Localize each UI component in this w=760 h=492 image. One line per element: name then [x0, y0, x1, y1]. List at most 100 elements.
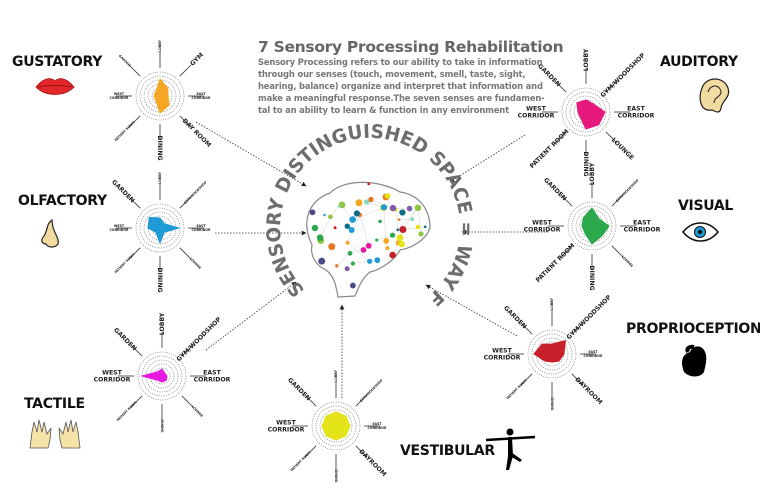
sense-label-olfactory: OLFACTORY	[18, 193, 107, 209]
radar-ring	[137, 351, 187, 401]
radar-spoke	[128, 115, 141, 128]
lips-icon	[35, 78, 75, 95]
network-link	[383, 207, 387, 241]
network-node	[345, 240, 350, 245]
radar-ring	[311, 401, 361, 451]
network-node	[365, 242, 372, 249]
radar-ring	[139, 207, 181, 249]
radar-axis-label: LOBBY	[334, 370, 338, 382]
network-node	[335, 264, 339, 268]
radar-area	[153, 78, 170, 114]
radar-axis-label: GYM/WOODSHOP	[183, 180, 208, 205]
network-node	[415, 224, 421, 230]
network-node	[355, 199, 363, 207]
network-node	[418, 231, 424, 237]
network-node	[368, 196, 374, 203]
radar-area	[581, 207, 610, 245]
radar-area	[141, 368, 168, 383]
radar-axis-label: LOBBY	[158, 40, 162, 52]
radar-axis-label: GARDEN	[112, 327, 138, 353]
network-node	[410, 217, 415, 222]
radar-ring	[565, 91, 607, 133]
radar-axis-label: GYM/WOODSHOP	[566, 294, 614, 342]
radar-ring	[315, 405, 357, 447]
radar-axis-label: LOBBY	[159, 312, 166, 335]
radar-axis-label: PATIENT ROOM	[535, 242, 577, 284]
brain-network	[306, 181, 431, 298]
network-node	[348, 227, 355, 234]
sense-label-vestibular: VESTIBULAR	[400, 443, 495, 459]
network-link	[319, 216, 331, 238]
radar-axis-label: LOUNGE	[189, 257, 202, 270]
radar-spoke	[128, 196, 141, 209]
flexed-arm-icon	[682, 344, 707, 377]
network-links	[319, 196, 426, 267]
radar-spoke	[571, 373, 584, 386]
radar-spoke	[520, 373, 533, 386]
network-node	[374, 257, 381, 264]
radar-ring	[561, 87, 611, 137]
network-node	[309, 209, 316, 216]
network-node	[323, 213, 326, 217]
radar-axis-label: GYM/WOODSHOP	[600, 52, 648, 100]
network-node	[328, 243, 336, 251]
radar-spoke	[130, 344, 143, 357]
radar-axis-label: PATIENT ROOM	[529, 128, 571, 170]
radar-spoke	[179, 196, 192, 209]
network-node	[423, 225, 427, 229]
radar-area	[576, 99, 606, 130]
radar-axis-label: PATIENT ROOM	[114, 252, 136, 274]
radar-ring	[567, 201, 617, 251]
network-node	[378, 219, 382, 224]
radar-spoke	[355, 445, 368, 458]
radar-ring	[139, 75, 181, 117]
radar-axis-label: GYM	[189, 52, 205, 68]
radar-axis-label: GARDEN	[502, 305, 528, 331]
page-title: 7 Sensory Processing Rehabilitation	[258, 38, 564, 56]
radar-spoke	[179, 247, 192, 260]
radar-spoke	[611, 194, 624, 207]
network-link	[417, 207, 422, 235]
network-node	[347, 250, 353, 256]
radar-area	[321, 411, 351, 441]
network-node	[399, 226, 407, 234]
sense-label-gustatory: GUSTATORY	[12, 54, 103, 70]
network-link	[395, 209, 399, 230]
radar-axis-label: DINING	[582, 151, 589, 176]
radar-axis-label: LOBBY	[158, 172, 162, 184]
radar-spoke	[520, 322, 533, 335]
radar-ring	[135, 203, 185, 253]
radar-spoke	[128, 247, 141, 260]
radar-spoke	[560, 245, 573, 258]
network-node	[344, 266, 350, 272]
network-node	[364, 199, 370, 205]
radar-ring	[319, 409, 353, 443]
nose-icon	[41, 218, 59, 248]
radar-axis-label: LOBBY	[583, 48, 590, 71]
network-node	[328, 214, 333, 220]
sense-label-auditory: AUDITORY	[660, 54, 738, 70]
radar-axis-label: GARDEN	[118, 54, 132, 68]
hands-icon	[29, 419, 81, 449]
radar-spoke	[554, 131, 567, 144]
radar-axis-label: DINING	[588, 265, 595, 290]
dashed-arrow	[205, 281, 297, 351]
network-node	[406, 205, 413, 212]
network-node	[384, 193, 391, 199]
radar-ring	[135, 71, 185, 121]
network-node	[367, 258, 373, 264]
radar-axis-label: GYM/WOODSHOP	[615, 178, 640, 203]
network-link	[402, 226, 426, 230]
network-node	[350, 261, 356, 266]
radar-spoke	[181, 395, 194, 408]
